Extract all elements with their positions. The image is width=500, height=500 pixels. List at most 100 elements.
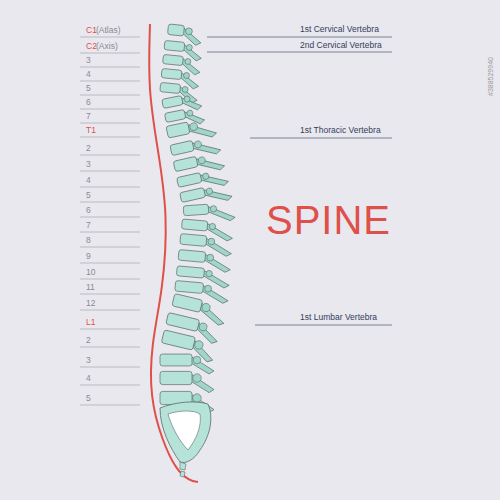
vertebral-body: [161, 330, 195, 350]
vertebra-number: 6: [86, 98, 91, 107]
transverse-process: [199, 322, 208, 331]
vertebra-number: 7: [86, 221, 91, 230]
spinous-process: [207, 204, 235, 222]
vertebral-body: [173, 156, 198, 171]
transverse-process: [193, 394, 201, 402]
vertebral-body: [166, 122, 190, 138]
spinous-process: [187, 119, 217, 142]
vertebral-body: [180, 187, 206, 202]
spinous-process: [182, 28, 203, 46]
callout-label: 1st Cervical Vertebra: [300, 25, 379, 34]
transverse-process: [182, 86, 188, 92]
row-line: [80, 217, 140, 218]
vertebra: [160, 354, 214, 374]
spinous-process: [191, 356, 214, 374]
leader-line: [250, 138, 392, 139]
row-line: [80, 123, 140, 124]
spinous-process: [199, 169, 229, 190]
spinous-process: [203, 184, 233, 205]
row-line: [80, 81, 140, 82]
spinous-process: [181, 58, 201, 75]
row-line: [80, 155, 140, 156]
vertebra-number: 5: [86, 394, 91, 403]
callout-label: 1st Lumbar Vertebra: [300, 313, 377, 322]
transverse-process: [204, 285, 211, 292]
vertebra-number: 8: [86, 236, 91, 245]
row-line: [80, 187, 140, 188]
transverse-process: [186, 44, 192, 50]
transverse-process: [193, 356, 201, 364]
row-line: [80, 232, 140, 233]
spinous-process: [204, 238, 232, 257]
leader-lines: [207, 37, 392, 325]
leader-line: [255, 325, 392, 326]
vertebral-body: [170, 140, 194, 155]
sacrum: [160, 402, 211, 477]
spinous-process: [181, 94, 203, 113]
vertebra-number: 11: [86, 283, 95, 292]
row-line: [80, 67, 140, 68]
transverse-process: [183, 72, 189, 78]
spinous-process: [195, 153, 225, 175]
vertebral-body: [166, 312, 200, 331]
sacrum-bone: [160, 402, 211, 463]
transverse-process: [206, 270, 213, 277]
vertebra-number: 5: [86, 84, 91, 93]
region-label: L1: [86, 318, 95, 327]
row-line: [80, 37, 140, 38]
spinous-process: [182, 44, 202, 61]
row-line: [80, 385, 140, 386]
row-line: [80, 137, 140, 138]
vertebral-body: [180, 234, 207, 247]
vertebra-number: 3: [86, 160, 91, 169]
region-label: T1: [86, 126, 96, 135]
transverse-process: [201, 303, 211, 313]
row-line: [80, 202, 140, 203]
row-line: [80, 53, 140, 54]
spinous-process: [191, 137, 221, 159]
row-line: [80, 109, 140, 110]
vertebral-body: [163, 54, 184, 65]
row-line: [80, 310, 140, 311]
row-line: [80, 329, 140, 330]
vertebra-number: 9: [86, 252, 91, 261]
vertebra-number: 3: [86, 56, 91, 65]
sacrum-inner: [168, 411, 200, 450]
row-line: [80, 263, 140, 264]
vertebra-number: 4: [86, 70, 91, 79]
region-label: C2: [86, 42, 97, 51]
row-line: [80, 171, 140, 172]
transverse-process: [207, 254, 214, 261]
row-line: [80, 294, 140, 295]
vertebra-number: 2: [86, 336, 91, 345]
transverse-process: [193, 374, 201, 382]
spinous-process: [203, 254, 231, 273]
transverse-process: [194, 140, 202, 148]
vertebra: [160, 371, 214, 392]
row-line: [80, 367, 140, 368]
vertebral-body: [178, 250, 206, 263]
vertebral-body: [161, 68, 182, 79]
vertebra-number: 3: [86, 356, 91, 365]
row-line: [80, 405, 140, 406]
vertebral-body: [176, 266, 204, 278]
transverse-process: [198, 156, 206, 164]
transverse-process: [209, 223, 216, 230]
spinous-process: [201, 285, 229, 304]
vertebra-number: 5: [86, 191, 91, 200]
transverse-process: [206, 187, 214, 195]
watermark-id: #388529940: [487, 57, 494, 96]
vertebral-body: [162, 96, 183, 109]
row-lines: [80, 37, 140, 405]
region-label: C1: [86, 26, 97, 35]
vertebra-number: 12: [86, 299, 95, 308]
callout-label: 1st Thoracic Vertebra: [300, 126, 381, 135]
vertebral-body: [183, 204, 209, 216]
vertebral-body: [172, 294, 203, 313]
transverse-process: [210, 205, 217, 212]
spinous-process: [191, 374, 214, 393]
vertebra-number: 4: [86, 176, 91, 185]
